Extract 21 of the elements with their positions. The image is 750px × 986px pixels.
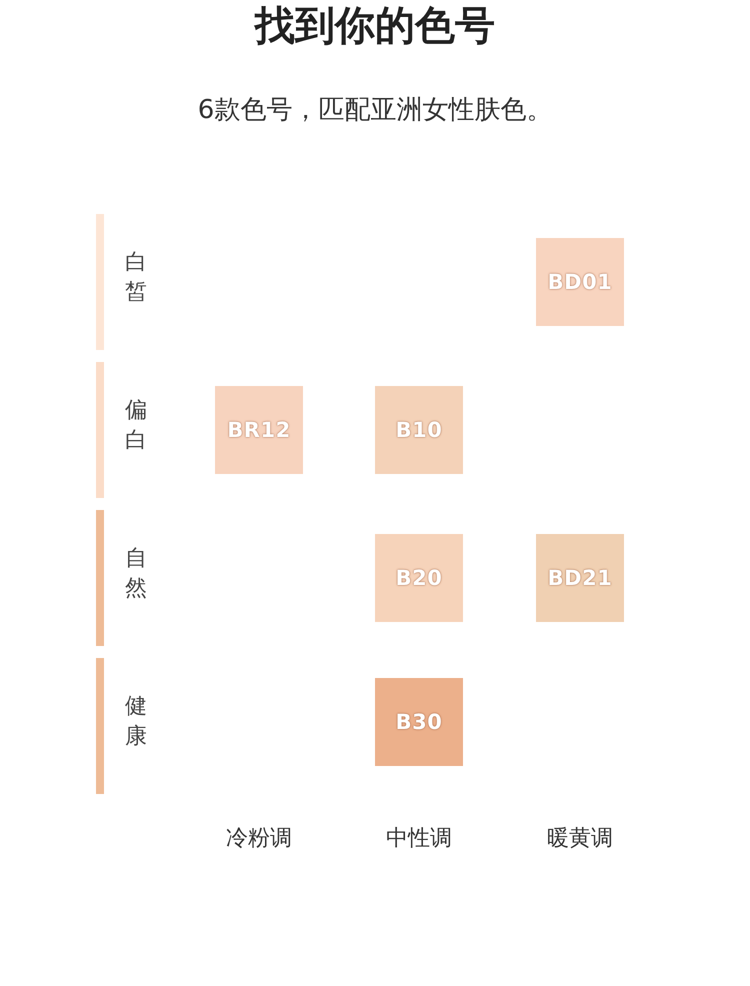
shade-code: BD01	[548, 270, 612, 294]
shade-swatch	[536, 534, 624, 622]
shade-code: BR12	[227, 418, 291, 442]
column-label: 中性调	[386, 825, 452, 853]
row-label: 偏白	[125, 397, 147, 455]
title: 找到你的色号	[253, 2, 496, 51]
subtitle: 6款色号，匹配亚洲女性肤色。	[198, 94, 552, 127]
row-label: 自然	[125, 545, 147, 603]
column-label: 暖黄调	[547, 825, 613, 853]
shade-swatch	[375, 386, 463, 474]
shade-swatch	[375, 678, 463, 766]
shade-code: B10	[396, 418, 442, 442]
shade-swatch	[536, 238, 624, 326]
shade-code: BD21	[548, 566, 612, 590]
shade-code: B20	[396, 566, 442, 590]
row-label: 白皙	[125, 249, 147, 307]
column-label: 冷粉调	[226, 825, 292, 853]
shade-swatch	[215, 386, 303, 474]
shade-swatch	[375, 534, 463, 622]
row-label: 健康	[125, 693, 147, 751]
shade-code: B30	[396, 710, 442, 734]
